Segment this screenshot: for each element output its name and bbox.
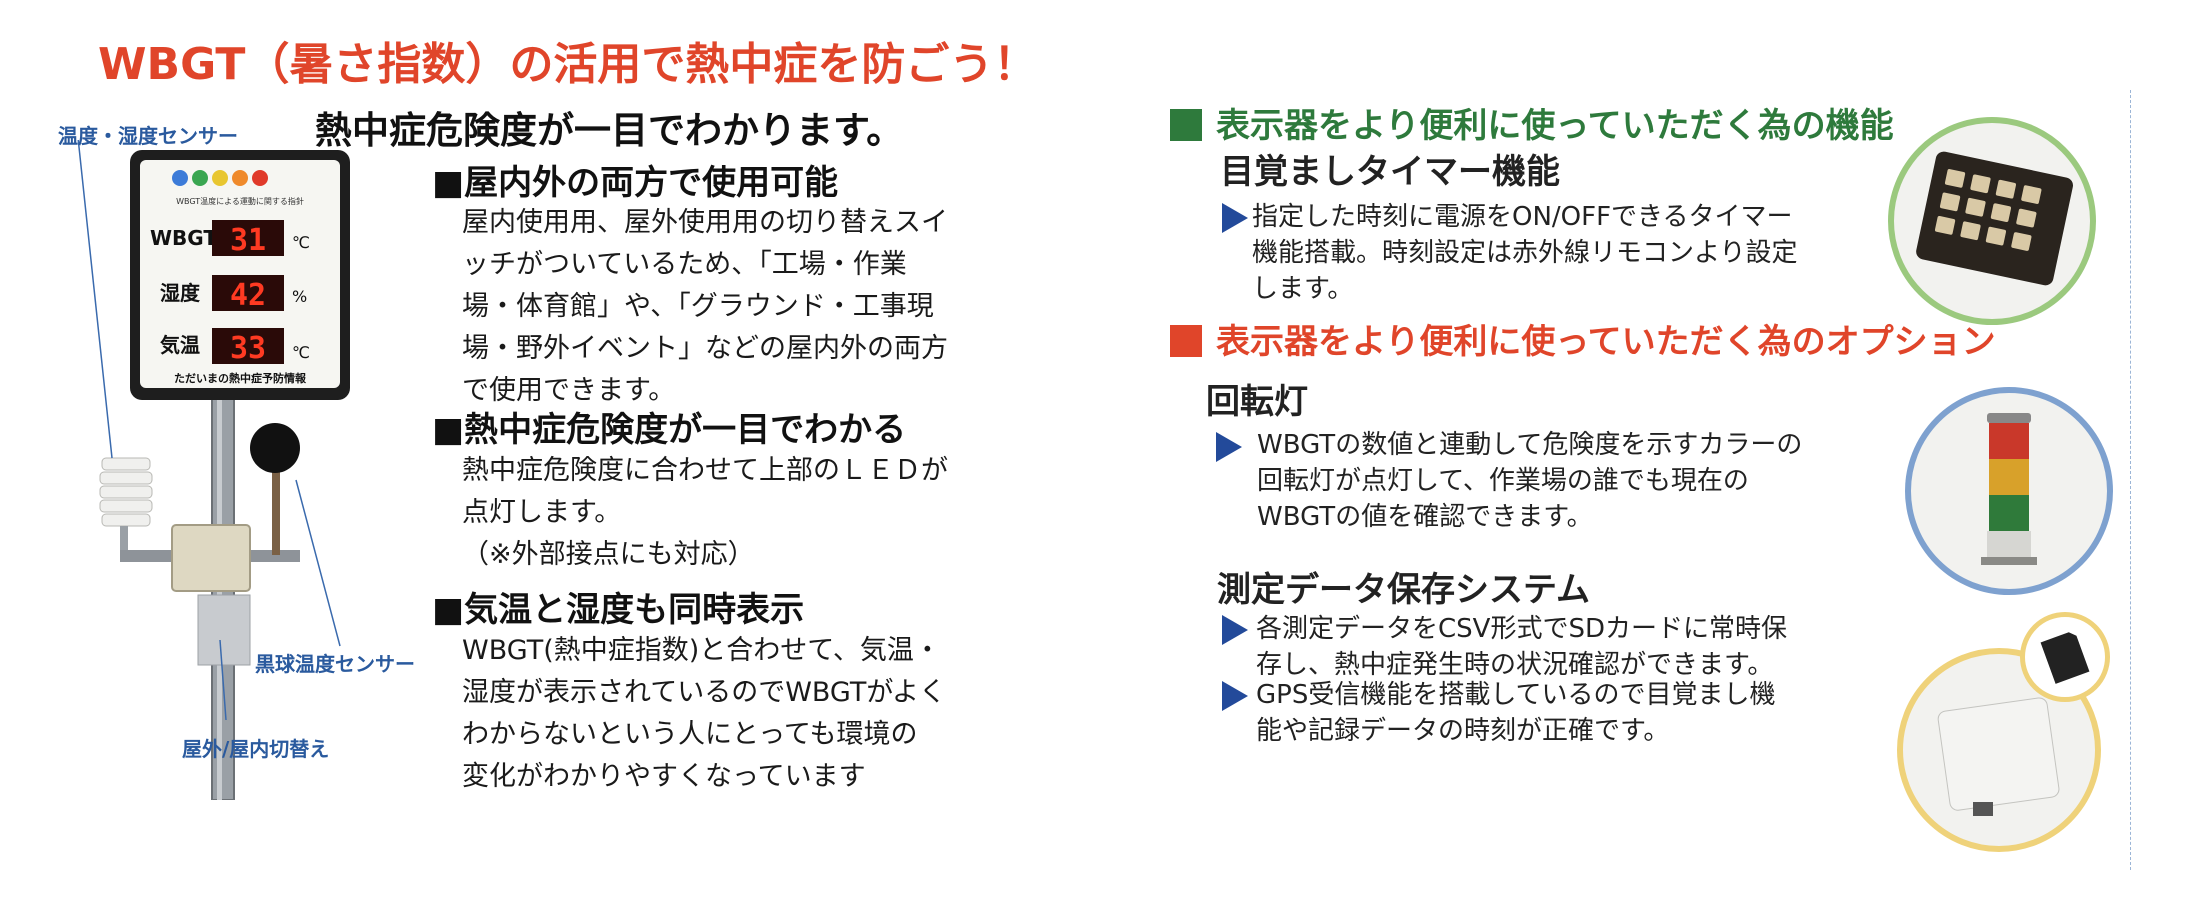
- callout-temp-humidity-sensor: 温度・湿度センサー: [58, 124, 238, 148]
- main-title-part2: の活用で熱中症を防ごう！: [509, 39, 1038, 90]
- callout-black-globe-sensor: 黒球温度センサー: [255, 652, 415, 676]
- display-value-humidity: 42: [230, 278, 266, 313]
- timer-title: 目覚ましタイマー機能: [1220, 152, 1560, 192]
- led-yellow: [212, 170, 228, 186]
- section-heading-risk: ■熱中症危険度が一目でわかる: [432, 410, 907, 450]
- globe-sensor-stem: [272, 450, 280, 555]
- options-heading: 表示器をより便利に使っていただく為のオプション: [1170, 314, 1996, 363]
- section-heading-temp-humidity: ■気温と湿度も同時表示: [432, 590, 805, 630]
- main-title: WBGT（暑さ指数）の活用で熱中症を防ごう！: [98, 28, 1037, 92]
- page-edge-line: [2130, 90, 2132, 870]
- wbgt-device-illustration: WBGT温度による運動に関する指針 WBGT 31 ℃ 湿度 42 % 気温 3…: [77, 140, 350, 800]
- section-body-indoor-outdoor: 屋内使用用、屋外使用用の切り替えスイ ッチがついているため、「工場・作業 場・体…: [462, 207, 948, 406]
- display-top-text: WBGT温度による運動に関する指針: [176, 196, 304, 206]
- sd-card-icon: [2040, 632, 2090, 684]
- mounting-bracket: [197, 594, 251, 666]
- callout-switch: 屋外/屋内切替え: [182, 737, 330, 761]
- right-panel: 表示器をより便利に使っていただく為の機能 目覚ましタイマー機能 指定した時刻に電…: [1100, 0, 2203, 909]
- led-panel-humidity: [212, 275, 284, 311]
- beacon-title: 回転灯: [1206, 382, 1308, 422]
- arrow-right-icon: [1216, 432, 1242, 462]
- display-bottom-text: ただいまの熱中症予防情報: [174, 371, 307, 385]
- functions-heading-text: 表示器をより便利に使っていただく為の機能: [1216, 106, 1894, 146]
- section-body-risk: 熱中症危険度に合わせて上部のＬＥＤが 点灯します。 （※外部接点にも対応）: [462, 455, 948, 570]
- callout-line-globe: [295, 479, 341, 647]
- led-green: [192, 170, 208, 186]
- green-square-icon: [1170, 109, 1202, 141]
- beacon-body: WBGTの数値と連動して危険度を示すカラーの 回転灯が点灯して、作業場の誰でも現…: [1257, 430, 1803, 532]
- display-unit-c1: ℃: [292, 233, 310, 252]
- options-heading-text: 表示器をより便利に使っていただく為のオプション: [1216, 322, 1996, 362]
- sd-card-bubble: [2020, 612, 2110, 702]
- rotating-light-image: [1905, 387, 2113, 595]
- arrow-right-icon: [1222, 203, 1248, 233]
- display-value-wbgt: 31: [230, 223, 266, 258]
- display-label-temp: 気温: [160, 333, 200, 357]
- led-blue: [172, 170, 188, 186]
- led-panel-temp: [212, 328, 284, 364]
- red-square-icon: [1170, 325, 1202, 357]
- display-unit-pct: %: [292, 287, 307, 306]
- section-body-temp-humidity: WBGT(熱中症指数)と合わせて、気温・ 湿度が表示されているのでWBGTがよく…: [462, 635, 947, 792]
- black-globe-sensor: [250, 423, 300, 473]
- subtitle: 熱中症危険度が一目でわかります。: [315, 109, 904, 152]
- display-value-temp: 33: [230, 331, 266, 366]
- junction-box: [171, 524, 251, 592]
- led-red: [252, 170, 268, 186]
- storage-title: 測定データ保存システム: [1217, 570, 1590, 610]
- callout-line-switch: [219, 639, 227, 721]
- section-heading-indoor-outdoor: ■屋内外の両方で使用可能: [432, 163, 839, 203]
- main-title-part1: WBGT（暑さ指数）: [98, 39, 510, 90]
- display-label-humidity: 湿度: [160, 281, 201, 305]
- left-panel: WBGT（暑さ指数）の活用で熱中症を防ごう！ 熱中症危険度が一目でわかります。 …: [0, 0, 1100, 909]
- timer-body: 指定した時刻に電源をON/OFFできるタイマー 機能搭載。時刻設定は赤外線リモコ…: [1252, 202, 1798, 304]
- storage-bullet-2: GPS受信機能を搭載しているので目覚まし機 能や記録データの時刻が正確です。: [1256, 680, 1776, 746]
- arrow-right-icon: [1222, 615, 1248, 645]
- display-face: [140, 160, 340, 388]
- remote-control-image: [1888, 117, 2096, 325]
- led-orange: [232, 170, 248, 186]
- temp-humidity-sensor-shield: [99, 457, 153, 556]
- display-label-wbgt: WBGT: [150, 226, 217, 250]
- callout-line-sensor: [77, 140, 113, 459]
- display-unit-c2: ℃: [292, 343, 310, 362]
- led-panel-wbgt: [212, 220, 284, 256]
- storage-bullet-1: 各測定データをCSV形式でSDカードに常時保 存し、熱中症発生時の状況確認ができ…: [1256, 614, 1787, 680]
- arrow-right-icon: [1222, 681, 1248, 711]
- functions-heading: 表示器をより便利に使っていただく為の機能: [1170, 98, 1894, 147]
